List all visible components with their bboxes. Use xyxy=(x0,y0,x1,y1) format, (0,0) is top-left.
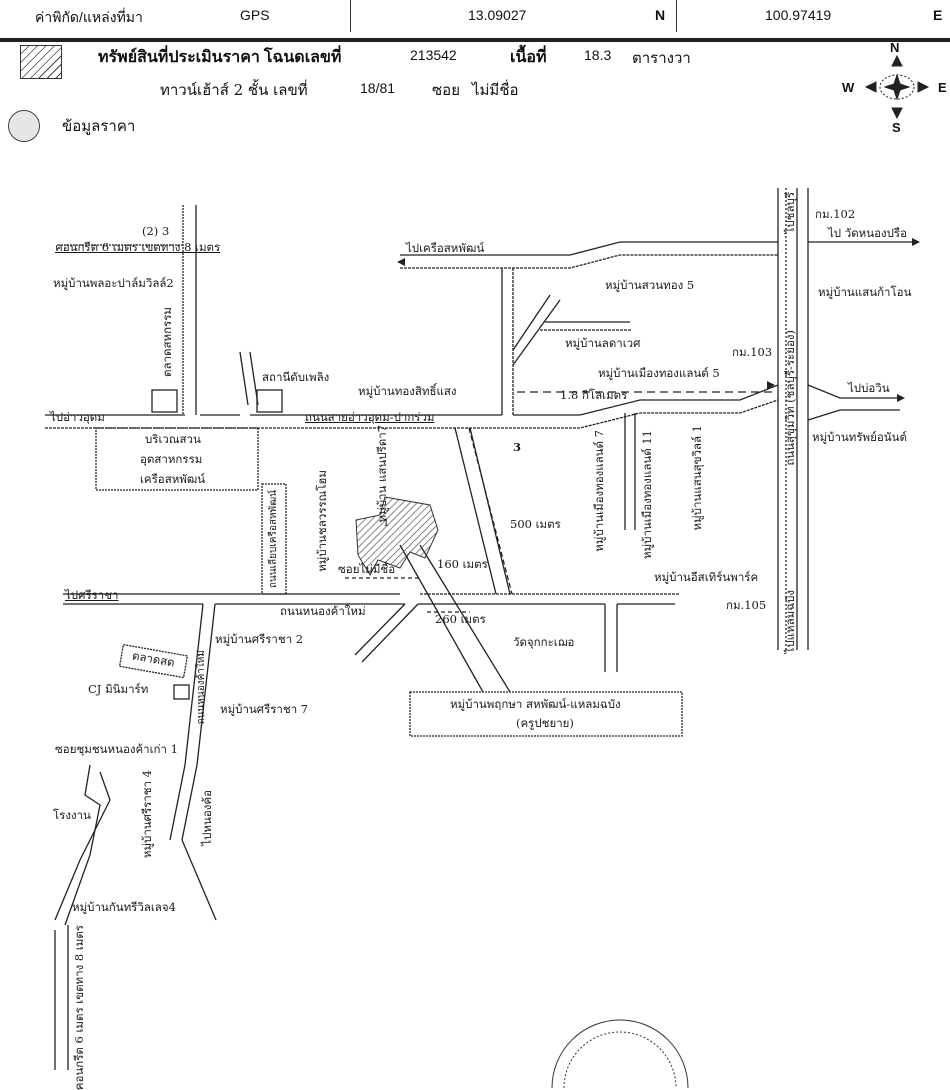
village-label: หมู่บ้านชลวรรณโฮม xyxy=(315,470,329,572)
subject-property-polygon xyxy=(355,496,439,577)
property-label: ทรัพย์สินที่ประเมินราคา โฉนดเลขที่ xyxy=(98,49,342,66)
soi-label: ซอยชุมชนหนองค้าเก่า 1 xyxy=(55,742,178,756)
village-label: หมู่บ้านแสนก้าโอน xyxy=(818,285,912,299)
direction-label: ไปเครือสหพัฒน์ xyxy=(406,241,485,255)
compass-e: E xyxy=(938,80,947,95)
village-label: หมู่บ้านเมืองทองแลนด์ 11 xyxy=(640,430,654,559)
coordinate-header: ค่าพิกัด/แหล่งที่มา GPS 13.09027 N 100.9… xyxy=(0,0,950,42)
soi-label: ซอยไม่มีชื่อ xyxy=(338,562,396,576)
site-marker: 1 xyxy=(383,518,390,529)
road-label: ถนนหนองค้าใหม่ xyxy=(196,650,207,725)
direction-label: ไปชลบุรี xyxy=(783,192,797,234)
temple-label: วัดจุกกะเฌอ xyxy=(513,635,575,649)
arrow-icon xyxy=(897,394,905,402)
direction-label: ไปแหลมฉบัง xyxy=(783,590,797,654)
village-label: หมู่บ้านพลอะปาล์มวิลล์2 xyxy=(53,276,174,290)
distance-label: 1.8 กิโลเมตร xyxy=(560,388,628,402)
arrow-icon xyxy=(397,258,405,266)
village-label: หมู่บ้านศรีราชา 7 xyxy=(220,702,309,716)
area-unit: ตารางวา xyxy=(632,49,691,67)
distance-label: 160 เมตร xyxy=(437,557,488,571)
direction-label: ไป วัดหนองปรือ xyxy=(828,226,908,240)
road-north xyxy=(400,241,778,256)
landmark-label: สถานีดับเพลิง xyxy=(262,370,330,384)
compass-w: W xyxy=(842,80,855,95)
road-label: ตลาดสหกรรม xyxy=(160,307,174,377)
road-label: คอนกรีต 6 เมตร เขตทาง 8 เมตร xyxy=(72,925,86,1090)
km-marker-label: กม.102 xyxy=(815,207,856,221)
village-label: หมู่บ้านเมืองทองแลนด์ 5 xyxy=(598,366,720,380)
soi-label: ซอย xyxy=(432,81,460,99)
direction-label: ไปบ่อวิน xyxy=(848,381,890,395)
village-label: หมู่บ้านลดาเวศ xyxy=(565,336,641,350)
coord-label: ค่าพิกัด/แหล่งที่มา xyxy=(35,9,143,25)
industrial-label-1: บริเวณสวน xyxy=(145,432,201,446)
direction-label: ไปอ่าวอุดม xyxy=(50,410,105,424)
highway-label: ถนนสุขุมวิท (ชลบุรี-ระยอง) xyxy=(783,330,797,466)
compass-s: S xyxy=(892,120,901,135)
industrial-label-3: เครือสหพัฒน์ xyxy=(140,472,206,486)
number-label: 3 xyxy=(513,440,522,454)
village-label: หมู่บ้านทองสิทธิ์แสง xyxy=(358,384,457,398)
road-label: ถนนหนองค้าใหม่ xyxy=(280,604,366,618)
direction-label: ไปศรีราชา xyxy=(65,588,119,602)
arrow-icon xyxy=(767,381,775,389)
village-label: หมู่บ้านกันทรีวิลเลจ4 xyxy=(72,900,176,914)
longitude-value: 100.97419 xyxy=(765,7,832,23)
soi-value: ไม่มีชื่อ xyxy=(472,81,519,99)
divider xyxy=(350,0,351,32)
divider xyxy=(676,0,677,32)
compass-rose-icon xyxy=(864,54,930,120)
hatched-property-swatch xyxy=(20,45,62,79)
callout-title: หมู่บ้านพฤกษา สหพัฒน์-แหลมฉบัง xyxy=(450,697,621,711)
callout-subtitle: (ครูปชยาย) xyxy=(516,716,574,730)
km-marker-label: กม.103 xyxy=(732,345,773,359)
village-label: หมู่บ้านแสนสุขวิลล์ 1 xyxy=(690,425,704,531)
distance-label: 260 เมตร xyxy=(435,612,486,626)
deed-number: 213542 xyxy=(410,47,457,63)
marker-label: (2) 3 xyxy=(142,224,170,238)
coord-source: GPS xyxy=(240,7,270,23)
price-data-label: ข้อมูลราคา xyxy=(62,117,136,135)
landmark-label: โรงงาน xyxy=(53,808,91,822)
direction-label: ไปหนองค้อ xyxy=(200,790,214,846)
road-label: ถนนเลียบเครือสหพัฒน์ xyxy=(268,490,279,589)
village-label: หมู่บ้าน แสนปรีดา7 xyxy=(375,425,389,523)
industrial-estate-block xyxy=(95,427,259,491)
industrial-label-2: อุตสาหกรรม xyxy=(140,452,203,466)
latitude-dir: N xyxy=(655,7,666,23)
village-label: หมู่บ้านศรีราชา 4 xyxy=(140,770,154,859)
village-label: หมู่บ้านศรีราชา 2 xyxy=(215,632,304,646)
building-label: ทาวน์เฮ้าส์ 2 ชั้น เลขที่ xyxy=(160,81,308,99)
distance-label: 500 เมตร xyxy=(510,517,561,531)
arrow-icon xyxy=(912,238,920,246)
latitude-value: 13.09027 xyxy=(468,7,527,23)
company-stamp xyxy=(551,1019,689,1088)
compass-n: N xyxy=(890,40,900,55)
village-label: หมู่บ้านทรัพย์อนันต์ xyxy=(812,430,907,444)
store-label: CJ มินิมาร์ท xyxy=(88,682,149,696)
village-label: หมู่บ้านอีสเทิร์นพาร์ค xyxy=(654,570,759,584)
price-data-circle-icon xyxy=(8,110,40,142)
callout-box xyxy=(409,691,683,737)
house-number: 18/81 xyxy=(360,80,396,96)
area-value: 18.3 xyxy=(584,47,612,63)
road-label: คอนกรีต 6 เมตร เขตทาง 8 เมตร xyxy=(55,240,221,254)
longitude-dir: E xyxy=(933,7,943,23)
village-label: หมู่บ้านเมืองทองแลนด์ 7 xyxy=(592,430,606,552)
village-label: หมู่บ้านสวนทอง 5 xyxy=(605,278,695,292)
km-marker-label: กม.105 xyxy=(726,598,767,612)
road-label: ถนนสายอ่าวอุดม-ปากร่วม xyxy=(305,410,435,424)
area-label: เนื้อที่ xyxy=(510,49,547,66)
